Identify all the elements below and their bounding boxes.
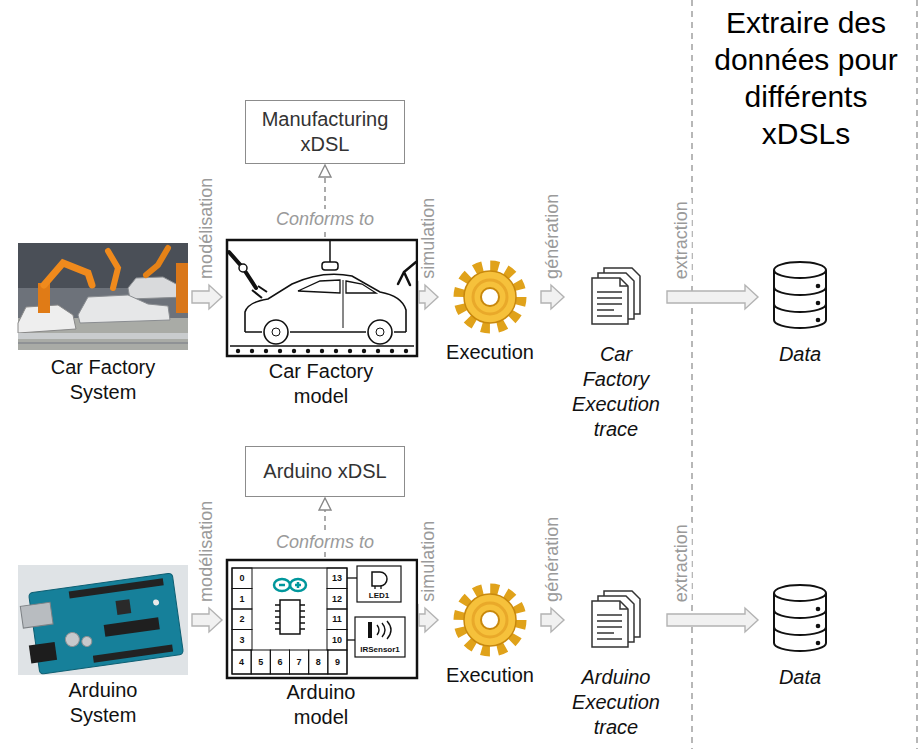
flow-arrow xyxy=(667,608,758,632)
flow-arrow xyxy=(192,608,222,632)
model-box: Car Factory model xyxy=(224,238,418,409)
trace-document: Arduino Execution trace xyxy=(566,585,666,740)
node-caption: Car Factory System xyxy=(33,355,173,405)
node-caption: Execution xyxy=(440,340,540,365)
pin-number: 1 xyxy=(239,594,244,603)
database-icon xyxy=(774,262,826,328)
pin-number: 11 xyxy=(332,615,342,624)
pin-number: 6 xyxy=(277,658,282,667)
edge-label: simulation xyxy=(418,196,439,281)
pin-number: 8 xyxy=(316,658,321,667)
dsl-box: Arduino xDSL xyxy=(245,446,405,497)
node-caption: Arduino model xyxy=(259,680,384,730)
edge-label: modélisation xyxy=(196,176,217,281)
edge-label: Conforms to xyxy=(274,209,376,230)
edge-label: génération xyxy=(542,515,563,604)
arduino-model-drawing xyxy=(227,560,417,678)
component-label: IRSensor1 xyxy=(360,646,400,654)
execution-gear: Execution xyxy=(440,585,540,688)
system-photo: Arduino System xyxy=(15,565,191,728)
title: Extraire des données pour différents xDS… xyxy=(699,4,913,152)
edge-label: Conforms to xyxy=(274,532,376,553)
component-label: LED1 xyxy=(369,592,389,600)
node-caption: Car Factory Execution trace xyxy=(566,342,666,442)
gear-icon xyxy=(459,589,521,651)
edge-label: génération xyxy=(542,192,563,281)
database-icon xyxy=(774,585,826,651)
node-caption: Arduino Execution trace xyxy=(566,665,666,740)
pin-number: 4 xyxy=(239,658,244,667)
edge-label: extraction xyxy=(671,522,692,604)
document-icon xyxy=(592,591,640,647)
document-icon xyxy=(592,268,640,324)
flow-arrow xyxy=(419,285,438,309)
flow-arrow xyxy=(541,608,564,632)
execution-gear: Execution xyxy=(440,262,540,365)
data-store: Data xyxy=(760,585,840,690)
trace-document: Car Factory Execution trace xyxy=(566,262,666,442)
flow-arrow xyxy=(192,285,222,309)
node-caption: Execution xyxy=(440,663,540,688)
system-photo: Car Factory System xyxy=(15,243,191,405)
flow-arrow xyxy=(419,608,438,632)
car-factory-photo xyxy=(18,243,188,350)
dsl-box: Manufacturing xDSL xyxy=(245,100,405,164)
pin-number: 13 xyxy=(332,574,342,583)
edge-label: modélisation xyxy=(196,499,217,604)
pin-number: 12 xyxy=(332,594,342,603)
pin-number: 2 xyxy=(239,615,244,624)
edge-label: simulation xyxy=(418,519,439,604)
box-text: Manufacturing xDSL xyxy=(250,107,400,157)
model-box: Arduino model xyxy=(224,558,418,730)
flow-arrow xyxy=(667,285,758,309)
car-factory-model-drawing xyxy=(227,240,417,356)
pin-number: 9 xyxy=(335,658,340,667)
box-text: Arduino xDSL xyxy=(250,459,400,484)
pin-number: 0 xyxy=(239,574,244,583)
pin-number: 10 xyxy=(332,635,342,644)
pin-number: 3 xyxy=(239,635,244,644)
pin-number: 5 xyxy=(258,658,263,667)
separator-line xyxy=(916,0,917,749)
node-caption: Car Factory model xyxy=(259,359,384,409)
gear-icon xyxy=(459,266,521,328)
edge-label: extraction xyxy=(671,199,692,281)
pin-number: 7 xyxy=(297,658,302,667)
flow-arrow xyxy=(541,285,564,309)
data-store: Data xyxy=(760,262,840,367)
node-caption: Data xyxy=(760,342,840,367)
separator-line xyxy=(691,0,692,749)
arduino-photo xyxy=(18,565,188,676)
node-caption: Data xyxy=(760,665,840,690)
node-caption: Arduino System xyxy=(33,678,173,728)
